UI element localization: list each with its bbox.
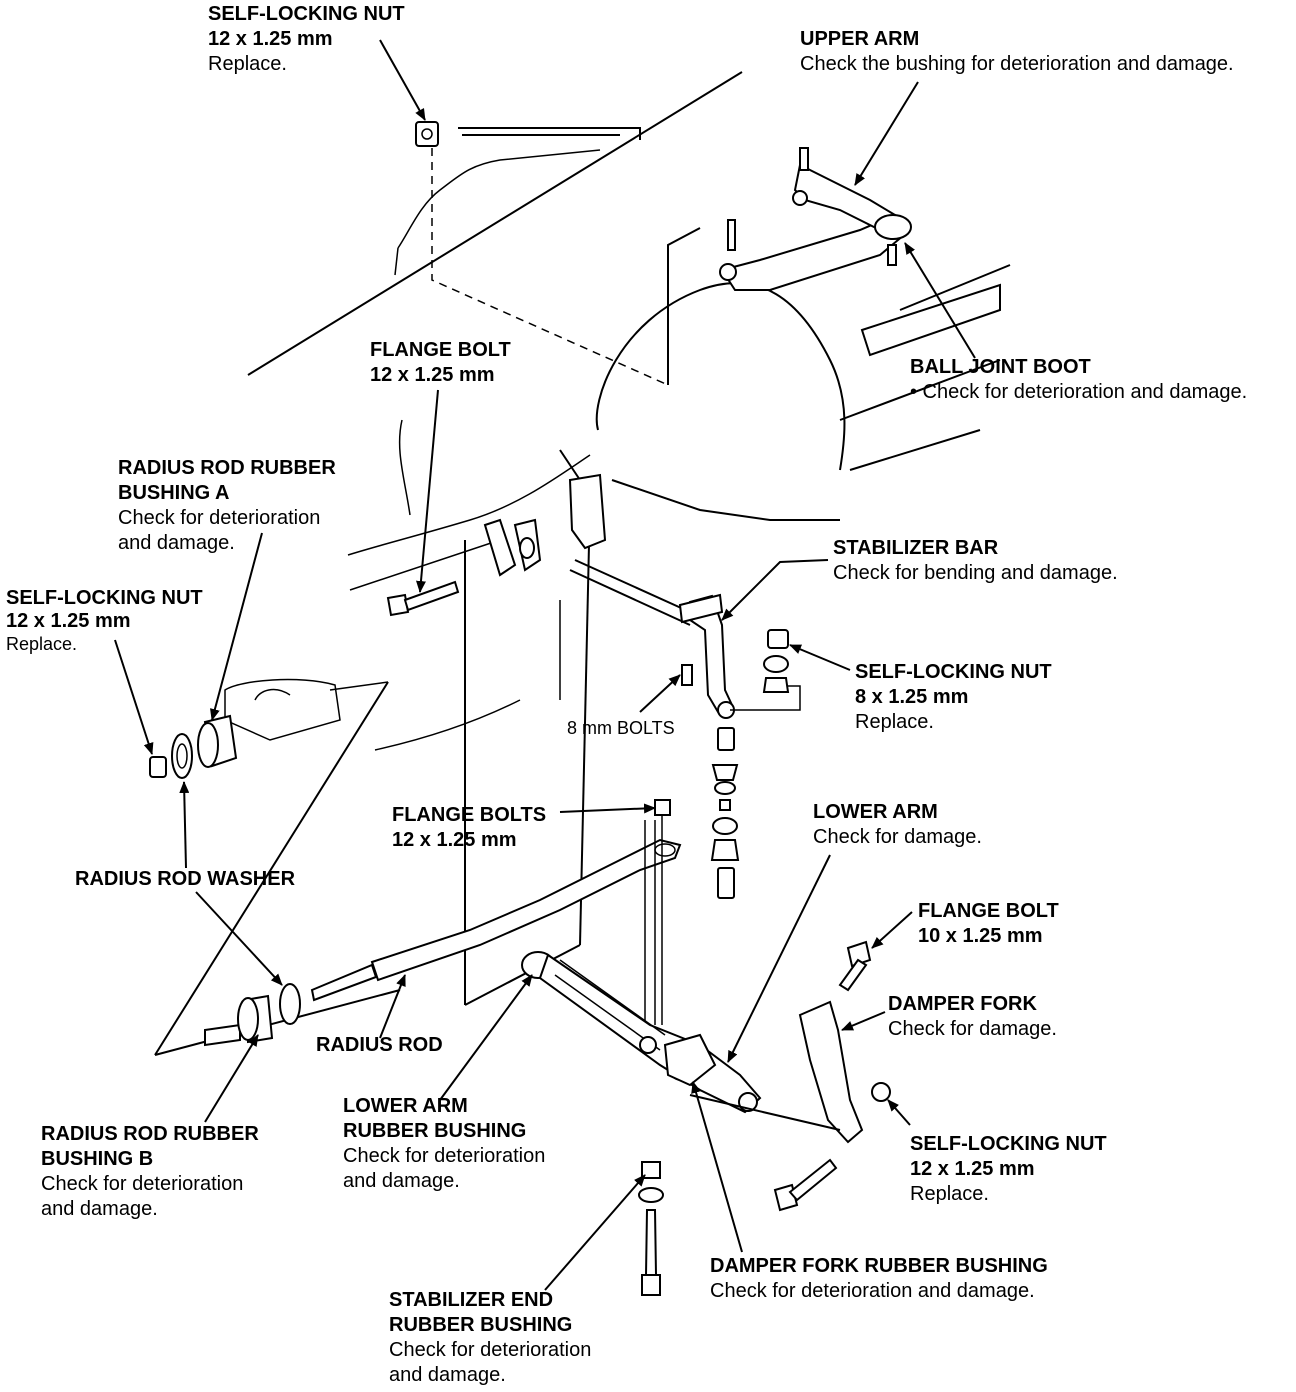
label-note: Replace. [910,1183,989,1205]
stabilizer-bar-part [569,559,735,719]
label-note: Check for deterioration and damage. [710,1280,1035,1302]
stabilizer-end-bolt-part [638,1161,664,1296]
label-title: SELF-LOCKING NUT [855,661,1052,683]
upper-arm-part [719,147,912,291]
label-flange-bolts: FLANGE BOLTS 12 x 1.25 mm [392,803,546,853]
label-title: FLANGE BOLT [370,339,511,361]
label-radius-rod-bushing-a: RADIUS ROD RUBBER BUSHING A Check for de… [118,456,336,556]
label-size: 12 x 1.25 mm [910,1158,1035,1180]
damper-fork-part [689,1000,891,1212]
label-note: Check for damage. [888,1018,1057,1040]
body-frame-outline [247,71,1011,1006]
label-title: STABILIZER BAR [833,537,999,559]
label-radius-rod: RADIUS ROD [316,1033,443,1058]
leader-arrows [114,39,976,1291]
label-text: 8 mm BOLTS [567,718,675,738]
label-self-locking-nut-right: SELF-LOCKING NUT 12 x 1.25 mm Replace. [910,1132,1107,1207]
stabilizer-link-stack [710,727,740,899]
label-note: • Check for deterioration and damage. [910,381,1248,403]
label-damper-fork-rubber-bushing: DAMPER FORK RUBBER BUSHING Check for det… [710,1254,1048,1304]
label-title: RADIUS ROD [316,1034,443,1056]
label-size: 12 x 1.25 mm [6,610,131,632]
label-title-1: STABILIZER END [389,1289,554,1311]
label-title-2: RUBBER BUSHING [343,1120,527,1142]
label-self-locking-nut-left: SELF-LOCKING NUT 12 x 1.25 mm Replace. [6,587,203,656]
label-size: 12 x 1.25 mm [370,364,495,386]
label-8mm-bolts: 8 mm BOLTS [567,716,675,741]
label-note: Check for damage. [813,826,982,848]
subframe-bracket [483,473,607,577]
label-radius-rod-bushing-b: RADIUS ROD RUBBER BUSHING B Check for de… [41,1122,259,1222]
label-title: RADIUS ROD WASHER [75,868,296,890]
label-title: DAMPER FORK RUBBER BUSHING [710,1255,1048,1277]
label-note-1: Check for deterioration [343,1145,546,1167]
label-size: 10 x 1.25 mm [918,925,1043,947]
radius-rod-bushing-b-part [204,983,301,1047]
label-note: Replace. [208,53,287,75]
label-size: 12 x 1.25 mm [208,28,333,50]
label-title: FLANGE BOLT [918,900,1059,922]
label-title: LOWER ARM [813,801,938,823]
label-title-1: RADIUS ROD RUBBER [118,457,336,479]
label-self-locking-nut-8: SELF-LOCKING NUT 8 x 1.25 mm Replace. [855,660,1052,735]
label-title-2: BUSHING A [118,482,230,504]
label-title: SELF-LOCKING NUT [6,587,203,609]
label-radius-rod-washer: RADIUS ROD WASHER [75,867,295,892]
bushing-outline [154,678,401,1056]
label-upper-arm: UPPER ARM Check the bushing for deterior… [800,27,1234,77]
label-size: 8 x 1.25 mm [855,686,969,708]
label-lower-arm-rubber-bushing: LOWER ARM RUBBER BUSHING Check for deter… [343,1094,545,1194]
label-title: UPPER ARM [800,28,920,50]
label-title: DAMPER FORK [888,993,1037,1015]
label-title: BALL JOINT BOOT [910,356,1091,378]
label-note: Check the bushing for deterioration and … [800,53,1234,75]
label-stabilizer-bar: STABILIZER BAR Check for bending and dam… [833,536,1118,586]
label-note-1: Check for deterioration [118,507,321,529]
label-note-2: and damage. [389,1364,506,1386]
label-stabilizer-end-rubber-bushing: STABILIZER END RUBBER BUSHING Check for … [389,1288,591,1388]
label-title-1: LOWER ARM [343,1095,468,1117]
label-note-1: Check for deterioration [41,1173,244,1195]
label-title-2: BUSHING B [41,1148,154,1170]
self-locking-nut-8-part [730,629,801,711]
radius-rod-part [310,838,682,1002]
label-flange-bolt-top: FLANGE BOLT 12 x 1.25 mm [370,338,511,388]
label-size: 12 x 1.25 mm [392,829,517,851]
label-damper-fork: DAMPER FORK Check for damage. [888,992,1057,1042]
radius-rod-bushing-a-part [149,714,238,779]
label-note: Replace. [855,711,934,733]
label-note-2: and damage. [41,1198,158,1220]
label-note: Replace. [6,634,78,654]
label-note-1: Check for deterioration [389,1339,592,1361]
label-note-2: and damage. [118,532,235,554]
flange-bolt-12-part [386,580,460,617]
flange-bolts-part [644,799,671,1025]
label-title-2: RUBBER BUSHING [389,1314,573,1336]
label-lower-arm: LOWER ARM Check for damage. [813,800,982,850]
label-flange-bolt-10: FLANGE BOLT 10 x 1.25 mm [918,899,1059,949]
label-title: FLANGE BOLTS [392,804,547,826]
label-title-1: RADIUS ROD RUBBER [41,1123,259,1145]
lower-arm-part [521,951,762,1114]
self-locking-nut-top [415,121,439,147]
label-note-2: and damage. [343,1170,460,1192]
label-ball-joint-boot: BALL JOINT BOOT • Check for deterioratio… [910,355,1247,405]
flange-bolt-10-part [838,940,872,992]
label-self-locking-nut-top: SELF-LOCKING NUT 12 x 1.25 mm Replace. [208,2,405,77]
label-title: SELF-LOCKING NUT [910,1133,1107,1155]
label-title: SELF-LOCKING NUT [208,3,405,25]
label-note: Check for bending and damage. [833,562,1118,584]
